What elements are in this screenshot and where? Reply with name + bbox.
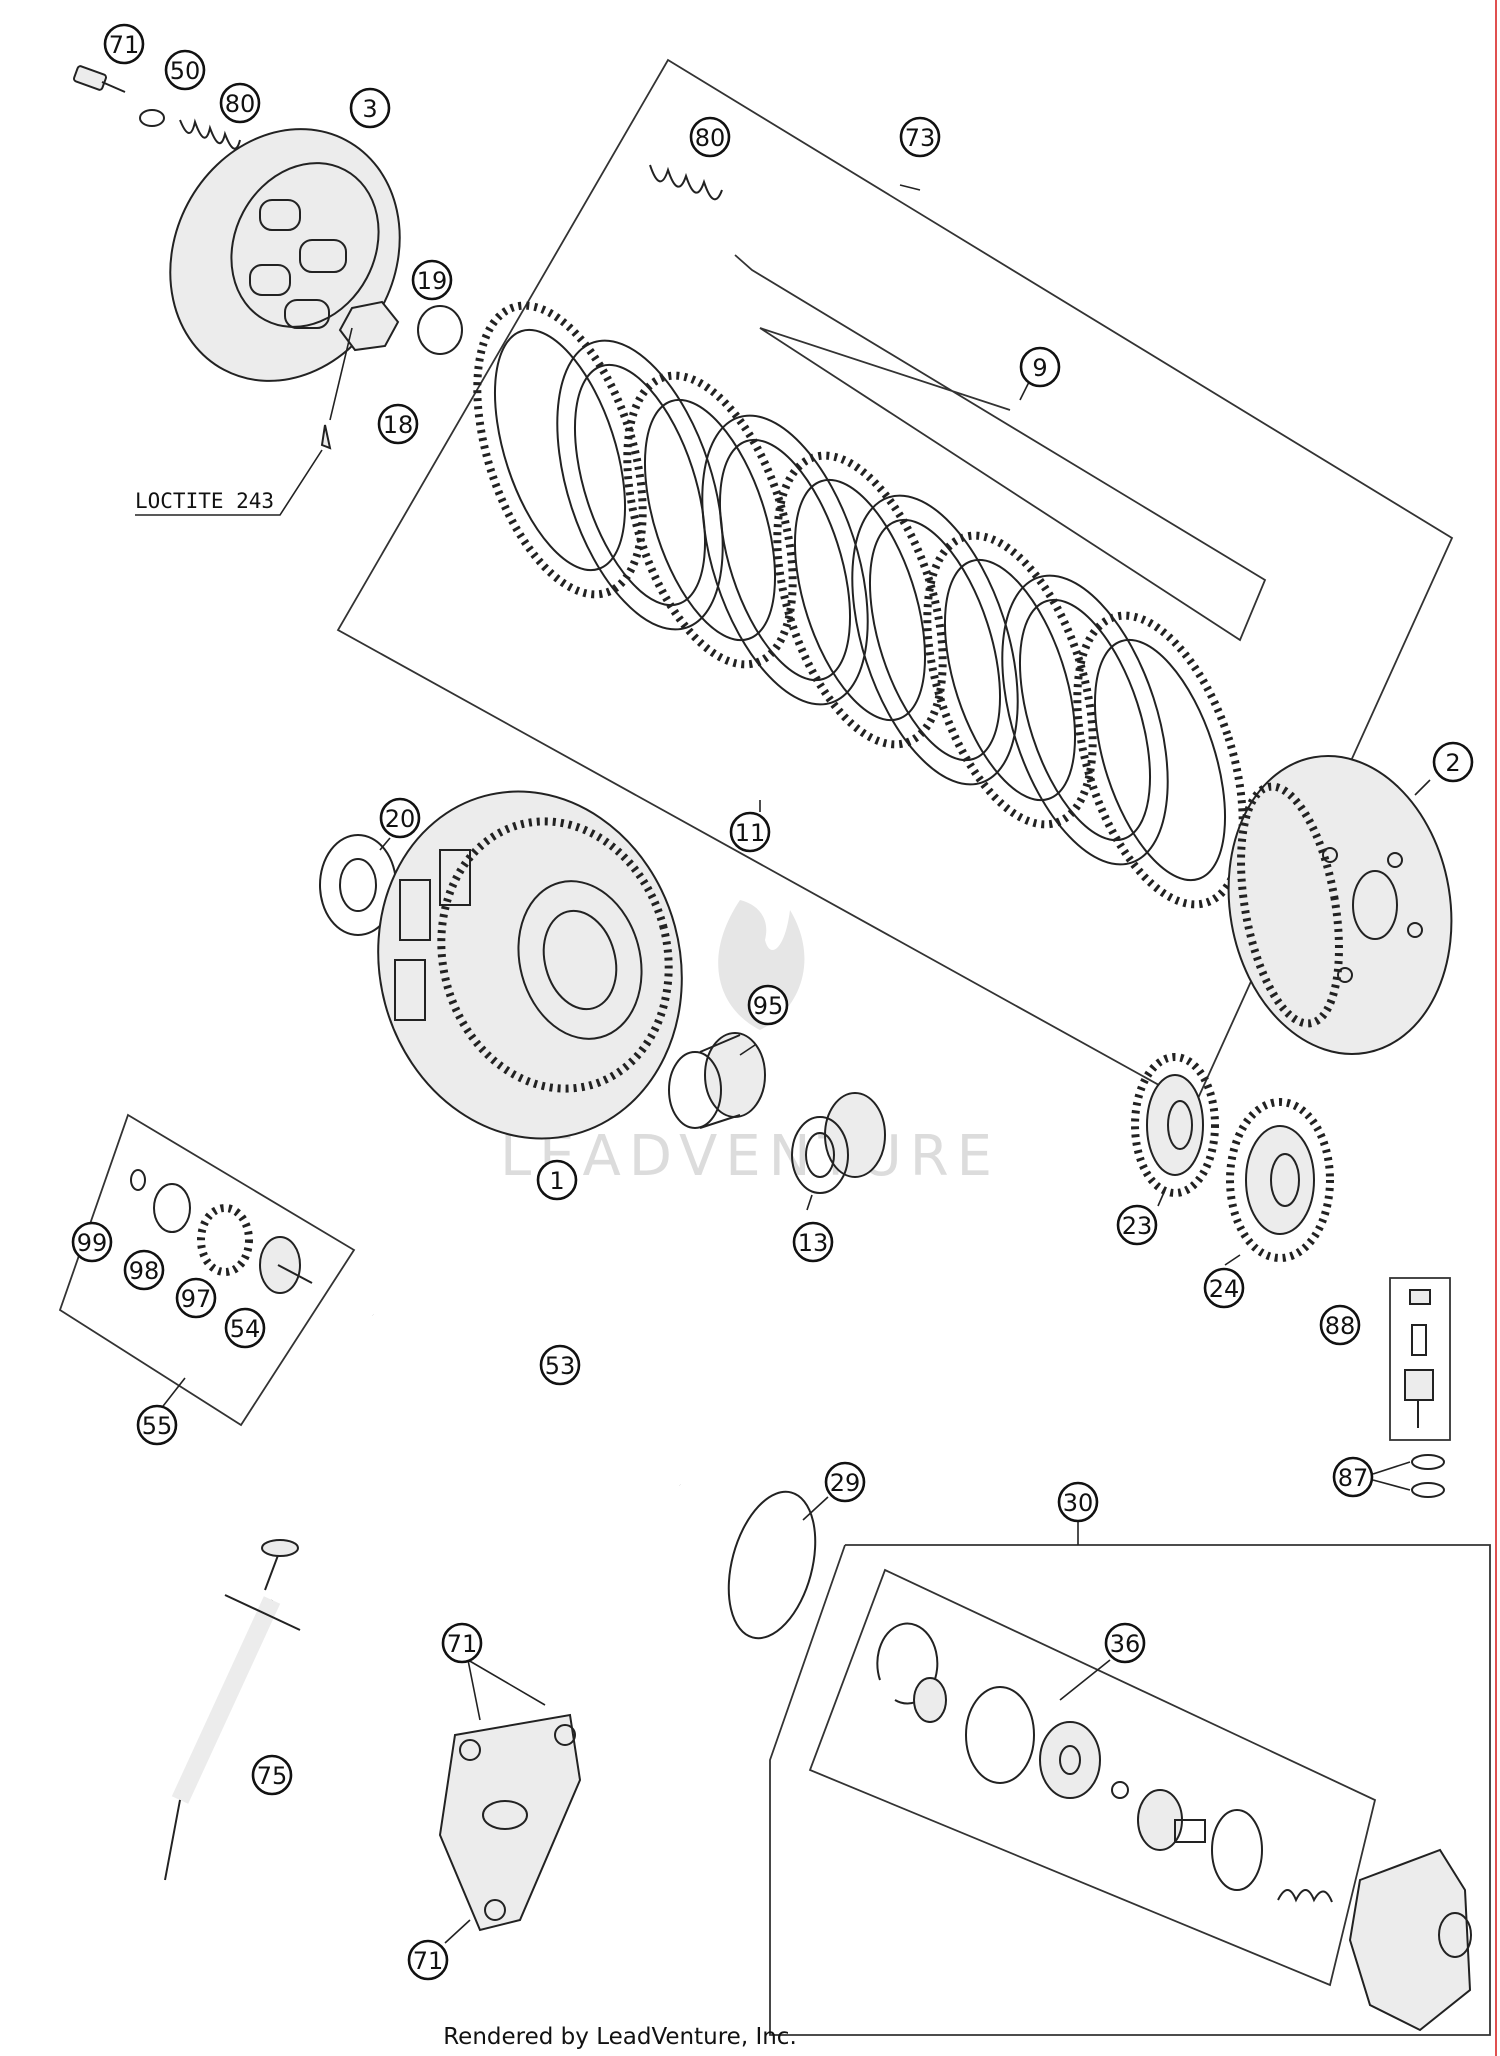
svg-text:2: 2 (1445, 749, 1460, 777)
circlip-99 (130, 1169, 146, 1191)
springs-80-set (649, 164, 723, 201)
svg-text:30: 30 (1063, 1489, 1094, 1517)
svg-text:54: 54 (230, 1315, 261, 1343)
callout-2: 2 (1432, 741, 1474, 783)
o-ring-29 (727, 1490, 817, 1640)
bleeder-screw-88 (1404, 1289, 1434, 1428)
callout-18: 18 (377, 403, 419, 445)
svg-text:87: 87 (1338, 1464, 1369, 1492)
loctite-leader (135, 449, 323, 516)
callout-54: 54 (224, 1307, 266, 1349)
callout-75: 75 (251, 1754, 293, 1796)
gear-23 (1131, 1053, 1219, 1197)
callout-95: 95 (747, 984, 789, 1026)
callout-3: 3 (349, 87, 391, 129)
friction-plates-box (734, 254, 1267, 642)
slave-cylinder-housing (1348, 1848, 1472, 2032)
callout-50: 50 (164, 49, 206, 91)
callout-36: 36 (1104, 1622, 1146, 1664)
bolt-71 (73, 65, 126, 93)
callout-80-box: 80 (689, 116, 731, 158)
callout-23: 23 (1116, 1204, 1158, 1246)
release-bearing-kit-box (58, 1113, 356, 1427)
needle-bearing-95 (668, 1032, 766, 1129)
lock-washer-18 (417, 305, 463, 355)
nut-19 (338, 300, 400, 352)
callout-71-mid: 71 (441, 1622, 483, 1664)
callout-99: 99 (71, 1221, 113, 1263)
washer-98 (153, 1183, 191, 1233)
callout-53: 53 (539, 1344, 581, 1386)
callout-73: 73 (899, 116, 941, 158)
svg-text:11: 11 (735, 819, 766, 847)
footer-credit: Rendered by LeadVenture, Inc. (443, 2024, 797, 2050)
svg-text:95: 95 (753, 992, 784, 1020)
bearing-97 (197, 1204, 253, 1276)
clutch-disc-stack (473, 301, 1247, 909)
svg-text:1: 1 (549, 1167, 564, 1195)
svg-text:53: 53 (545, 1352, 576, 1380)
pushrod-piece-54 (259, 1236, 313, 1294)
bleed-syringe-75 (164, 1539, 301, 1881)
pressure-cap-3 (169, 128, 401, 382)
loctite-note: LOCTITE 243 (135, 489, 274, 513)
callout-29: 29 (824, 1461, 866, 1503)
svg-text:36: 36 (1110, 1630, 1141, 1658)
svg-text:75: 75 (257, 1762, 288, 1790)
callout-20: 20 (379, 797, 421, 839)
svg-text:71: 71 (109, 31, 140, 59)
outer-clutch-basket-1 (377, 790, 683, 1140)
repair-kit-box (808, 1568, 1377, 1987)
callout-87: 87 (1332, 1456, 1374, 1498)
seal-rings-87 (1372, 1454, 1445, 1498)
slave-cylinder-parts-36 (876, 1622, 1333, 1903)
svg-text:73: 73 (905, 124, 936, 152)
svg-text:29: 29 (830, 1469, 861, 1497)
svg-text:23: 23 (1122, 1212, 1153, 1240)
svg-text:71: 71 (447, 1630, 478, 1658)
callout-97: 97 (175, 1277, 217, 1319)
svg-text:9: 9 (1032, 354, 1047, 382)
svg-text:55: 55 (142, 1412, 173, 1440)
svg-text:19: 19 (417, 267, 448, 295)
svg-text:97: 97 (181, 1285, 212, 1313)
svg-text:3: 3 (362, 95, 377, 123)
callout-24: 24 (1203, 1267, 1245, 1309)
bleeder-kit-box (1389, 1277, 1451, 1441)
loctite-drop (320, 424, 332, 450)
callout-13: 13 (792, 1221, 834, 1263)
svg-text:80: 80 (225, 90, 256, 118)
spring-80-top (179, 118, 241, 150)
svg-text:98: 98 (129, 1257, 160, 1285)
callout-71-top: 71 (103, 23, 145, 65)
svg-text:71: 71 (413, 1947, 444, 1975)
svg-text:80: 80 (695, 124, 726, 152)
svg-text:18: 18 (383, 411, 414, 439)
pump-cover (438, 1713, 582, 1932)
svg-text:13: 13 (798, 1229, 829, 1257)
callout-55: 55 (136, 1404, 178, 1446)
callout-1: 1 (536, 1159, 578, 1201)
slave-cylinder-box (769, 1544, 1491, 2036)
inner-clutch-hub-2 (1227, 755, 1453, 1055)
callout-30: 30 (1057, 1481, 1099, 1523)
push-rod-53 (371, 1312, 682, 1488)
callout-9: 9 (1019, 346, 1061, 388)
svg-text:99: 99 (77, 1229, 108, 1257)
callout-71-bot: 71 (407, 1939, 449, 1981)
callout-19: 19 (411, 259, 453, 301)
callout-98: 98 (123, 1249, 165, 1291)
svg-text:50: 50 (170, 57, 201, 85)
svg-text:88: 88 (1325, 1312, 1356, 1340)
callout-88: 88 (1319, 1304, 1361, 1346)
gear-24 (1226, 1098, 1334, 1262)
callout-80-top: 80 (219, 82, 261, 124)
svg-text:20: 20 (385, 805, 416, 833)
svg-text:24: 24 (1209, 1275, 1240, 1303)
callout-11: 11 (729, 811, 771, 853)
washer-50 (139, 109, 165, 127)
bushing-13 (791, 1092, 886, 1194)
watermark-text: LEADVENTURE (500, 1124, 1000, 1189)
